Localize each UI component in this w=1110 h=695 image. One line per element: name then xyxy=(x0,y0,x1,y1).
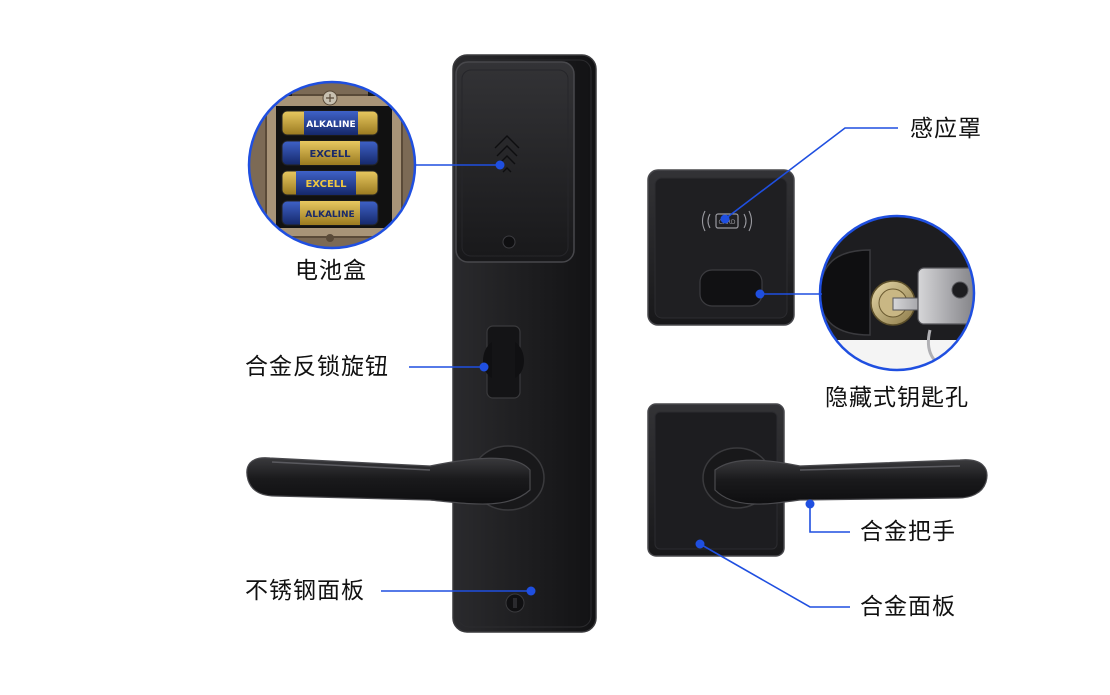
battery-label-1: ALKALINE xyxy=(306,120,355,130)
callout-line-sensor xyxy=(724,127,898,220)
keyhole-zoom-circle xyxy=(818,214,976,372)
battery-1: ALKALINE xyxy=(281,110,379,136)
lever-handle-left xyxy=(246,445,545,511)
callout-dot-handle xyxy=(805,499,815,509)
callout-dots xyxy=(479,160,815,596)
callout-line-alloy xyxy=(699,543,850,608)
lever-handle-right xyxy=(702,447,988,509)
callout-dot-steel xyxy=(526,586,536,596)
callout-dot-deadbolt xyxy=(479,362,489,372)
callout-dot-sensor xyxy=(720,214,730,224)
callout-dot-keyhole xyxy=(755,289,765,299)
callout-dot-alloy xyxy=(695,539,705,549)
keyhole-cover xyxy=(699,269,763,307)
battery-label-2: EXCELL xyxy=(309,149,351,160)
key-icon xyxy=(917,267,974,370)
callout-line-handle xyxy=(809,504,850,533)
label-battery-box: 电池盒 xyxy=(295,258,367,284)
label-alloy-handle: 合金把手 xyxy=(860,519,956,545)
battery-box-cover xyxy=(455,61,575,263)
panel-keyhole xyxy=(505,593,525,613)
battery-3: EXCELL xyxy=(281,170,379,196)
label-sensor-cover: 感应罩 xyxy=(910,116,982,142)
battery-4: ALKALINE xyxy=(281,200,379,226)
label-steel-panel: 不锈钢面板 xyxy=(245,578,365,604)
sensor-cover: CARD xyxy=(647,169,795,326)
deadbolt-knob xyxy=(483,325,524,399)
label-deadbolt-knob: 合金反锁旋钮 xyxy=(245,354,389,380)
label-alloy-panel: 合金面板 xyxy=(860,594,956,620)
battery-label-3: EXCELL xyxy=(305,179,347,190)
callout-dot-battery xyxy=(495,160,505,170)
battery-label-4: ALKALINE xyxy=(305,210,354,220)
battery-zoom-circle: ALKALINE EXCELL EXCELL ALKALINE xyxy=(247,80,417,250)
callout-lines xyxy=(381,127,898,608)
label-hidden-keyhole: 隐藏式钥匙孔 xyxy=(825,385,969,411)
screw-icon xyxy=(502,235,516,249)
battery-2: EXCELL xyxy=(281,140,379,166)
